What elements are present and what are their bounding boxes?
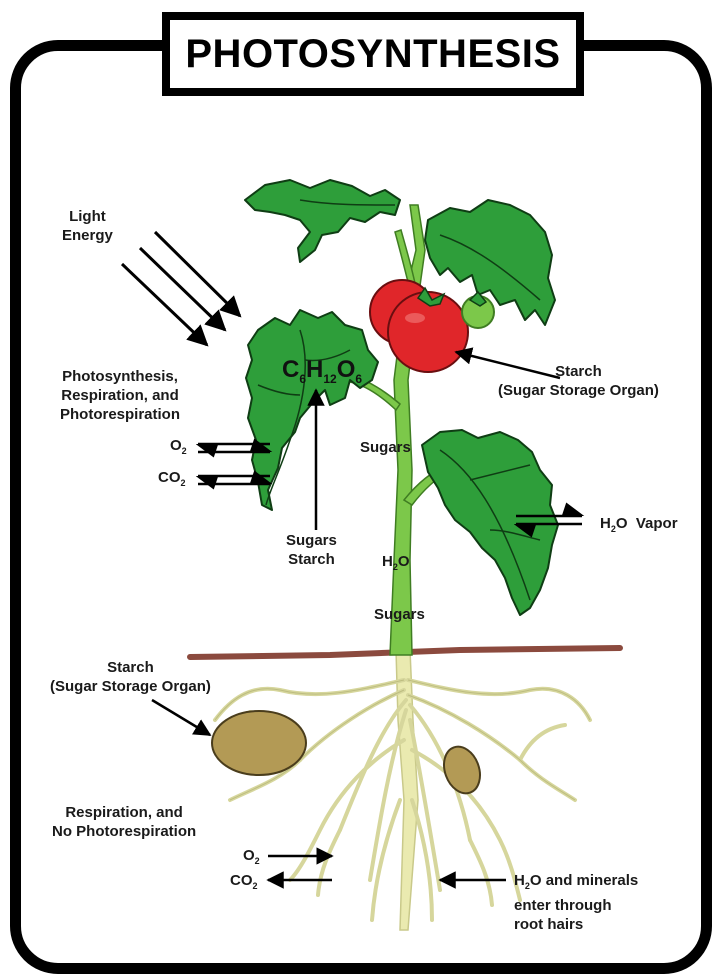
light-energy-line-1: Light xyxy=(62,207,113,226)
root-o2-label: O2 xyxy=(243,846,260,871)
stem-water-pre: H xyxy=(382,553,393,570)
fruit-starch-label: Starch (Sugar Storage Organ) xyxy=(498,362,659,400)
water-minerals-pre: H xyxy=(514,872,525,889)
o2-base: O xyxy=(170,437,182,454)
stem-water-label: H2O xyxy=(382,552,410,577)
tuber-starch-label: Starch (Sugar Storage Organ) xyxy=(50,658,211,696)
leaf-co2-label: CO2 xyxy=(158,468,186,493)
root-processes-line-2: No Photorespiration xyxy=(52,822,196,841)
stem xyxy=(350,205,450,655)
water-minerals-label: H2O and minerals enter through root hair… xyxy=(514,871,638,934)
leaf-processes-label: Photosynthesis, Respiration, and Photore… xyxy=(60,367,180,424)
water-minerals-line-2: enter through xyxy=(514,896,638,915)
pointer-arrows xyxy=(152,352,560,880)
light-arrows xyxy=(122,232,240,345)
leaf-o2-label: O2 xyxy=(170,436,187,461)
water-minerals-post: O and minerals xyxy=(530,872,638,889)
root-co2-sub: 2 xyxy=(253,881,258,891)
left-leaf xyxy=(246,310,378,510)
root-processes-label: Respiration, and No Photorespiration xyxy=(52,803,196,841)
root-co2-base: CO xyxy=(230,872,253,889)
co2-sub: 2 xyxy=(181,478,186,488)
top-left-leaf xyxy=(245,180,400,262)
vapor-pre: H xyxy=(600,515,611,532)
stem-water-post: O xyxy=(398,553,410,570)
o2-sub: 2 xyxy=(182,446,187,456)
light-energy-label: Light Energy xyxy=(62,207,113,245)
water-minerals-line-3: root hairs xyxy=(514,915,638,934)
vapor-post: O Vapor xyxy=(616,515,678,532)
tuber-starch-line-1: Starch xyxy=(50,658,211,677)
root-processes-line-1: Respiration, and xyxy=(52,803,196,822)
leaf-processes-line-1: Photosynthesis, xyxy=(60,367,180,386)
glucose-formula: C6H12O6 xyxy=(282,360,362,389)
formula-c: C xyxy=(282,356,299,383)
formula-o: O xyxy=(337,356,356,383)
root-o2-sub: 2 xyxy=(255,856,260,866)
co2-base: CO xyxy=(158,469,181,486)
fruit-starch-line-1: Starch xyxy=(498,362,659,381)
leaf-processes-line-2: Respiration, and xyxy=(60,386,180,405)
water-minerals-line-1: H2O and minerals xyxy=(514,871,638,896)
large-potato xyxy=(212,711,306,775)
formula-h: H xyxy=(306,356,323,383)
tomatoes xyxy=(370,280,494,372)
small-potato xyxy=(438,742,486,799)
stem-sugars-upper-label: Sugars xyxy=(360,438,411,457)
tuber-starch-line-2: (Sugar Storage Organ) xyxy=(50,677,211,696)
page-title: PHOTOSYNTHESIS xyxy=(185,32,560,77)
sugars-starch-line-1: Sugars xyxy=(286,531,337,550)
formula-o-sub: 6 xyxy=(355,372,362,386)
title-box: PHOTOSYNTHESIS xyxy=(162,12,584,96)
root-co2-label: CO2 xyxy=(230,871,258,896)
stem-sugars-lower-label: Sugars xyxy=(374,605,425,624)
h2o-vapor-label: H2O Vapor xyxy=(600,514,678,539)
light-energy-line-2: Energy xyxy=(62,226,113,245)
sugars-starch-label: Sugars Starch xyxy=(286,531,337,569)
leaf-processes-line-3: Photorespiration xyxy=(60,405,180,424)
fruit-starch-line-2: (Sugar Storage Organ) xyxy=(498,381,659,400)
root-o2-base: O xyxy=(243,847,255,864)
formula-h-sub: 12 xyxy=(323,372,336,386)
sugars-starch-line-2: Starch xyxy=(286,550,337,569)
right-leaf xyxy=(422,430,558,615)
